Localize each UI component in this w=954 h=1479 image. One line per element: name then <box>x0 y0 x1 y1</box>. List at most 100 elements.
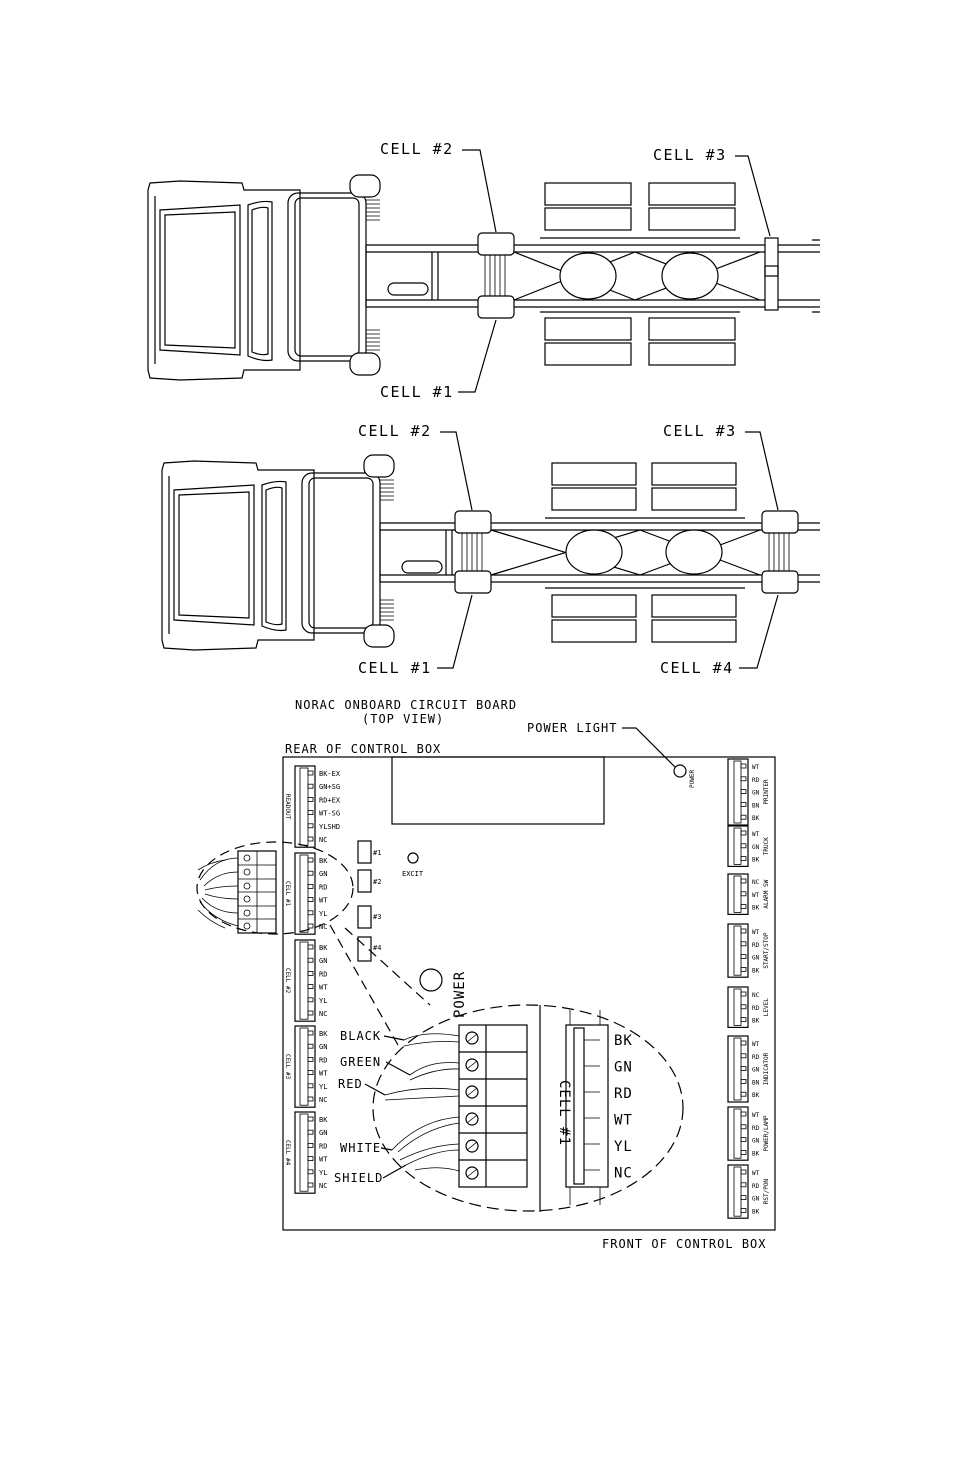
left-block-name: CELL #4 <box>284 1140 291 1166</box>
left-pin-label: YL <box>319 1083 327 1091</box>
truck-diagram-four-cells: CELL #2 CELL #3 CELL #1 CELL #4 <box>161 422 820 677</box>
power-connector-icon <box>419 968 443 992</box>
detail-pin-label: GN <box>614 1060 633 1076</box>
jumper-label-2: #2 <box>373 878 381 886</box>
left-pin-label: YL <box>319 997 327 1005</box>
left-pin-label: NC <box>319 836 327 844</box>
left-pin-label: GN <box>319 1043 327 1051</box>
left-pin-label: NC <box>319 1182 327 1190</box>
right-block-name: LEVEL <box>763 998 770 1016</box>
right-pin-label: BK <box>752 1150 760 1157</box>
wire-label-black: BLACK <box>340 1029 381 1043</box>
right-pin-label: BK <box>752 1208 760 1215</box>
truck2-label-cell-1: CELL #1 <box>358 659 432 677</box>
right-pin-label: WT <box>752 1170 760 1177</box>
left-block-name: CELL #1 <box>284 881 291 907</box>
power-light-small-label: POWER <box>689 770 696 788</box>
left-pin-label: RD+EX <box>319 796 341 804</box>
right-pin-label: BK <box>752 857 760 864</box>
right-block-name: ALARM SW <box>763 879 770 908</box>
detail-pin-label: YL <box>614 1139 633 1155</box>
right-pin-label: BK <box>752 905 760 912</box>
excit-test-point-icon <box>407 852 419 864</box>
wire-label-red: RED <box>338 1077 363 1091</box>
wire-label-white: WHITE <box>340 1141 381 1155</box>
right-pin-label: GN <box>752 844 760 851</box>
left-pin-label: GN <box>319 1129 327 1137</box>
jumper-label-3: #3 <box>373 913 381 921</box>
right-pin-label: WT <box>752 929 760 936</box>
wire-label-shield: SHIELD <box>334 1171 383 1185</box>
truck1-label-cell-3: CELL #3 <box>653 146 727 164</box>
right-pin-label: GN <box>752 1067 760 1074</box>
left-pin-label: WT <box>319 1156 328 1164</box>
right-pin-label: RD <box>752 1125 760 1132</box>
left-pin-label: WT <box>319 984 328 992</box>
left-pin-label: BK <box>319 944 328 952</box>
front-label: FRONT OF CONTROL BOX <box>602 1237 767 1251</box>
right-pin-label: NC <box>752 992 760 999</box>
left-pin-label: YLSHD <box>319 823 340 831</box>
left-pin-label: BK <box>319 1116 328 1124</box>
right-pin-label: NC <box>752 879 760 886</box>
right-pin-label: BK <box>752 815 760 822</box>
right-pin-label: RD <box>752 1183 760 1190</box>
circuit-board: NORAC ONBOARD CIRCUIT BOARD (TOP VIEW) R… <box>196 698 776 1251</box>
power-label: POWER <box>452 971 468 1018</box>
left-pin-label: NC <box>319 1096 327 1104</box>
left-pin-label: GN <box>319 957 327 965</box>
jumper-label-1: #1 <box>373 849 381 857</box>
left-pin-label: YL <box>319 1169 327 1177</box>
left-block-cell-4: BK GN RD WT YL NC CELL #4 <box>284 1111 328 1194</box>
power-light-label: POWER LIGHT <box>527 721 617 735</box>
right-block-name: PRINTER <box>763 779 770 805</box>
left-block-name: CELL #3 <box>284 1054 291 1080</box>
left-pin-label: BK-EX <box>319 770 341 778</box>
truck2-label-cell-2: CELL #2 <box>358 422 432 440</box>
right-pin-label: BN <box>752 1079 760 1086</box>
detail-screw-icons <box>465 1031 479 1180</box>
left-pin-label: WT <box>319 1070 328 1078</box>
small-detail-bubble <box>196 841 354 935</box>
detail-cell-label: CELL #1 <box>556 1080 572 1146</box>
right-pin-label: RD <box>752 1005 760 1012</box>
truck1-label-cell-1: CELL #1 <box>380 383 454 401</box>
right-pin-label: BK <box>752 1018 760 1025</box>
right-pin-label: GN <box>752 955 760 962</box>
left-terminal-blocks: BK-EXGN+SGRD+EXWT-SGYLSHDNCREADOUTBKGNRD… <box>284 765 341 1194</box>
right-pin-label: RD <box>752 777 760 784</box>
right-pin-label: WT <box>752 831 760 838</box>
left-pin-label: GN+SG <box>319 783 340 791</box>
left-pin-label: RD <box>319 970 327 978</box>
left-pin-label: WT-SG <box>319 810 340 818</box>
right-pin-label: BK <box>752 967 760 974</box>
right-block-name: INDICATOR <box>763 1052 770 1085</box>
left-pin-label: RD <box>319 1142 327 1150</box>
wire-labels: BLACK GREEN RED WHITE SHIELD <box>334 1029 411 1185</box>
left-pin-label: BK <box>319 857 328 865</box>
right-block-name: RST/PON <box>763 1179 770 1205</box>
display-module <box>391 756 605 825</box>
control-box-outline <box>282 756 776 1231</box>
right-block-name: TRUCK <box>763 837 770 855</box>
detail-pin-label: BK <box>614 1033 633 1049</box>
rear-label: REAR OF CONTROL BOX <box>285 742 441 756</box>
right-pin-label: GN <box>752 1138 760 1145</box>
left-pin-label: BK <box>319 1030 328 1038</box>
right-block-name: POWER/LAMP <box>763 1115 770 1152</box>
left-pin-label: NC <box>319 1010 327 1018</box>
